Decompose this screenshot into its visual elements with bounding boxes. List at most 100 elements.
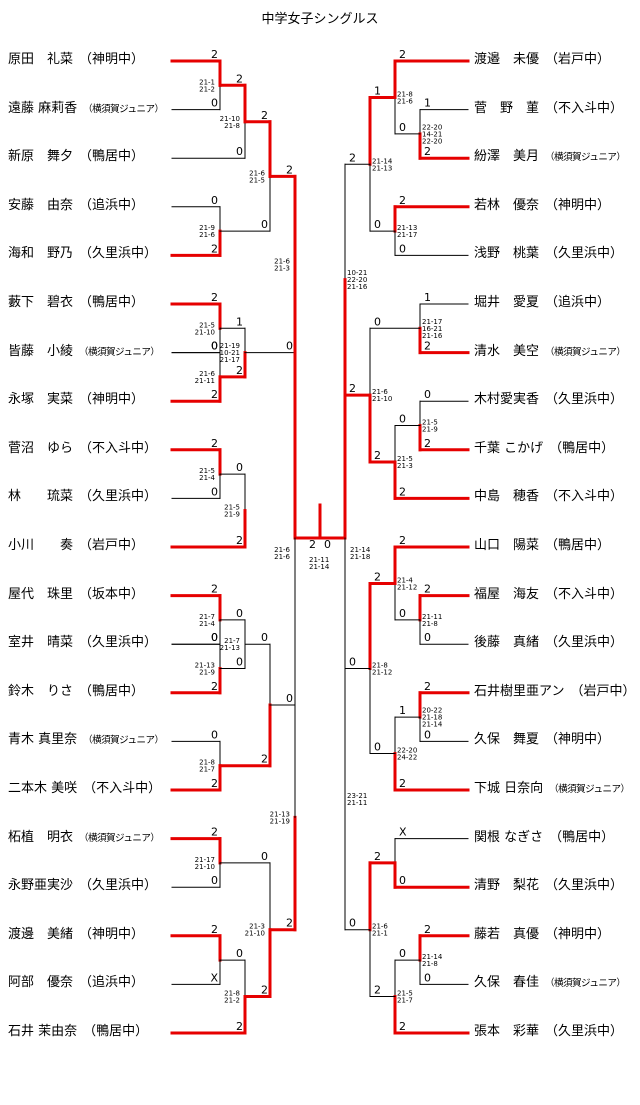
game-score: 21-9 <box>199 669 215 677</box>
game-score: 21-8 <box>372 662 388 670</box>
match-score: 2 <box>399 194 406 207</box>
game-score: 21-5 <box>249 176 265 184</box>
game-score: 21-10 <box>195 328 215 336</box>
player-name: 福屋 海友 <box>474 586 540 602</box>
player-name: 後藤 真緒 <box>474 635 540 651</box>
game-score: 21-7 <box>199 613 215 621</box>
right-player: 関根 なぎさ （鴨居中） <box>474 830 614 846</box>
match-score: 0 <box>349 656 356 669</box>
player-name: 永野亜実沙 <box>8 878 74 894</box>
game-score: 21-6 <box>249 169 265 177</box>
match-score: X <box>399 826 407 839</box>
player-school: （坂本中） <box>79 586 145 602</box>
game-score: 21-8 <box>422 620 438 628</box>
match-score: 0 <box>211 631 218 644</box>
player-name: 安藤 由奈 <box>8 197 74 213</box>
match-score: 2 <box>286 917 293 930</box>
right-player: 菅 野 菫（不入斗中） <box>474 101 623 117</box>
player-school: （不入斗中） <box>83 781 162 796</box>
right-player: 石井樹里亜アン（岩戸中） <box>474 684 636 700</box>
left-player: 安藤 由奈（追浜中） <box>8 198 144 214</box>
match-score: 2 <box>211 291 218 304</box>
player-name: 原田 礼菜 <box>8 52 74 67</box>
match-score: 2 <box>424 680 431 693</box>
player-school: （神明中） <box>545 732 611 748</box>
player-school: （久里浜中） <box>545 246 624 262</box>
right-player: 後藤 真緒（久里浜中） <box>474 635 623 651</box>
match-score: 2 <box>211 777 218 790</box>
game-score: 21-11 <box>422 613 442 621</box>
match-score: 2 <box>261 109 268 122</box>
game-score: 24-22 <box>397 754 417 762</box>
player-school: （神明中） <box>545 197 611 213</box>
match-score: 2 <box>211 826 218 839</box>
right-player: 久保 舞夏（神明中） <box>474 732 610 748</box>
match-score: 0 <box>211 340 218 353</box>
match-score: 2 <box>399 534 406 547</box>
right-player: 木村愛実香（久里浜中） <box>474 392 623 408</box>
match-score: 0 <box>424 631 431 644</box>
player-school: （神明中） <box>79 926 145 942</box>
player-school: （鴨居中） <box>79 295 145 310</box>
match-score: 2 <box>424 145 431 158</box>
player-school: （鴨居中） <box>83 1024 149 1039</box>
player-school: （神明中） <box>545 926 611 942</box>
game-score: 21-14 <box>422 953 443 961</box>
left-player: 小川 奏（岩戸中） <box>8 538 144 554</box>
game-score: 21-14 <box>309 563 330 571</box>
player-name: 遠藤 麻莉香 <box>8 100 78 116</box>
game-score: 21-13 <box>220 644 240 652</box>
left-player: 阿部 優奈（追浜中） <box>8 975 144 991</box>
match-score: 0 <box>399 413 406 426</box>
player-name: 菅沼 ゆら <box>8 440 74 456</box>
game-score: 10-21 <box>347 269 367 277</box>
match-score: 0 <box>211 631 218 644</box>
player-school: （久里浜中） <box>545 392 624 408</box>
player-school: （鴨居中） <box>549 829 615 845</box>
player-name: 渡邊 美緒 <box>8 926 74 942</box>
game-score: 21-6 <box>397 97 413 105</box>
match-score: 0 <box>236 656 243 669</box>
right-player: 浅野 桃葉 （久里浜中） <box>474 246 623 262</box>
game-score: 21-6 <box>274 258 290 266</box>
player-school: （追浜中） <box>79 975 145 991</box>
match-score: 0 <box>236 947 243 960</box>
match-score: 2 <box>211 388 218 401</box>
game-score: 21-1 <box>372 930 388 938</box>
game-score: 21-10 <box>195 863 215 871</box>
match-score: 0 <box>374 218 381 231</box>
player-name: 浅野 桃葉 <box>474 246 540 262</box>
left-player: 永塚 実菜（神明中） <box>8 392 144 408</box>
game-score: 21-16 <box>347 283 368 291</box>
player-school: （不入斗中） <box>545 489 624 505</box>
left-player: 林 琉菜（久里浜中） <box>8 489 157 505</box>
match-score: 2 <box>211 48 218 61</box>
player-name: 渡邉 未優 <box>474 52 540 67</box>
game-score: 21-1 <box>199 78 215 86</box>
match-score: 0 <box>211 194 218 207</box>
game-score: 22-20 <box>347 276 367 284</box>
player-name: 関根 なぎさ <box>474 829 544 845</box>
game-score: 21-5 <box>224 504 240 512</box>
game-score: 21-11 <box>309 556 329 564</box>
final-score: 0 <box>324 538 331 551</box>
player-school: （鴨居中） <box>549 440 615 456</box>
match-score: 2 <box>374 449 381 462</box>
match-score: 0 <box>286 692 293 705</box>
player-school: （不入斗中） <box>545 586 624 602</box>
right-player: 藤若 真優（神明中） <box>474 927 610 943</box>
match-score: 2 <box>399 485 406 498</box>
player-school: （鴨居中） <box>79 683 145 699</box>
left-player: 室井 晴菜（久里浜中） <box>8 635 157 651</box>
player-name: 新原 舞夕 <box>8 149 74 165</box>
left-player: 鈴木 りさ（鴨居中） <box>8 684 144 700</box>
left-player: 原田 礼菜（神明中） <box>8 52 144 68</box>
match-score: 2 <box>399 777 406 790</box>
player-school: （横須賀ジュニア） <box>545 978 626 990</box>
game-score: 21-18 <box>350 553 370 561</box>
player-name: 石井樹里亜アン <box>474 683 565 699</box>
player-school: （横須賀ジュニア） <box>549 784 630 795</box>
left-player: 菅沼 ゆら（不入斗中） <box>8 441 157 457</box>
game-score: 21-2 <box>199 85 215 93</box>
